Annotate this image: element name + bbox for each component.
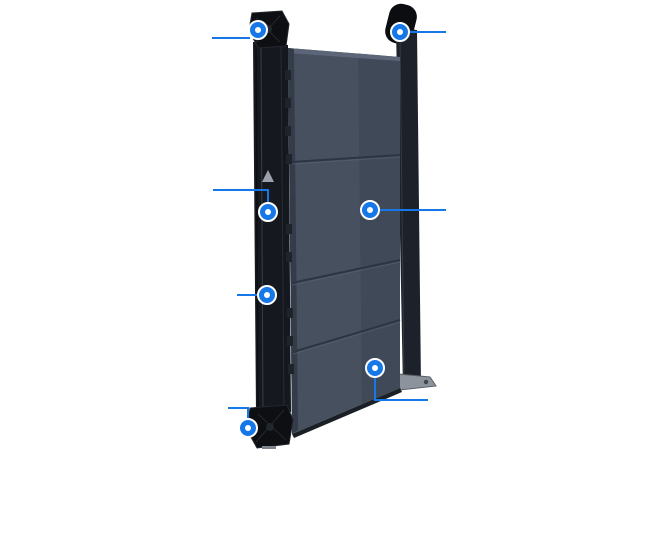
profile-pointer-marker (262, 170, 274, 182)
seam-1 (291, 154, 401, 163)
hotspot-panel-center-dot (367, 207, 373, 213)
hotspot-lower-left-profile-dot (264, 292, 270, 298)
profile-highlight-line (260, 45, 264, 413)
tooth (286, 224, 292, 234)
tooth (286, 252, 292, 262)
left-profile-body (253, 42, 291, 414)
profile-shadow-line (280, 44, 285, 413)
tooth (285, 98, 291, 108)
floor-bracket (397, 373, 437, 391)
hotspot-bottom-panel[interactable] (365, 358, 385, 378)
hotspot-top-left-profile[interactable] (248, 20, 268, 40)
tooth (285, 70, 291, 80)
hotspot-bottom-left-cap-dot (245, 425, 251, 431)
hotspot-top-right-cap[interactable] (390, 22, 410, 42)
seam-3-light (292, 321, 401, 355)
hotspot-mid-left-profile[interactable] (258, 202, 278, 222)
panel-face-shading (358, 53, 400, 405)
seam-1-light (291, 156, 401, 165)
bottom-cap-hole (266, 423, 274, 431)
seam-2 (291, 259, 401, 284)
hotspot-top-left-profile-dot (255, 27, 261, 33)
seam-2-light (291, 261, 401, 286)
leader-lines (212, 31, 446, 418)
bottom-cap-foot (262, 446, 276, 449)
panel-seams (291, 154, 401, 355)
leader-line-mid-left (213, 189, 269, 202)
hotspots-layer (238, 20, 410, 438)
tooth (287, 336, 293, 346)
profile-teeth (285, 70, 294, 374)
hotspot-top-right-cap-dot (397, 29, 403, 35)
panel-face (288, 48, 400, 434)
profile-edge-line (255, 43, 259, 414)
seam-3 (292, 319, 401, 353)
leader-line-bottom-left (228, 407, 249, 418)
hotspot-mid-left-profile-dot (265, 209, 271, 215)
hotspot-panel-center[interactable] (360, 200, 380, 220)
hotspot-bottom-left-cap[interactable] (238, 418, 258, 438)
tooth (288, 364, 294, 374)
panel-left-bevel (288, 48, 298, 434)
leader-line-bottom (374, 377, 428, 401)
bracket-bolt (423, 379, 429, 385)
right-post (396, 28, 421, 389)
tooth (286, 154, 292, 164)
tooth (287, 308, 293, 318)
profile-bottom-cap (246, 404, 294, 449)
tooth (285, 126, 291, 136)
hotspot-lower-left-profile[interactable] (257, 285, 277, 305)
hotspot-bottom-panel-dot (372, 365, 378, 371)
panel-top-bevel (288, 48, 400, 61)
